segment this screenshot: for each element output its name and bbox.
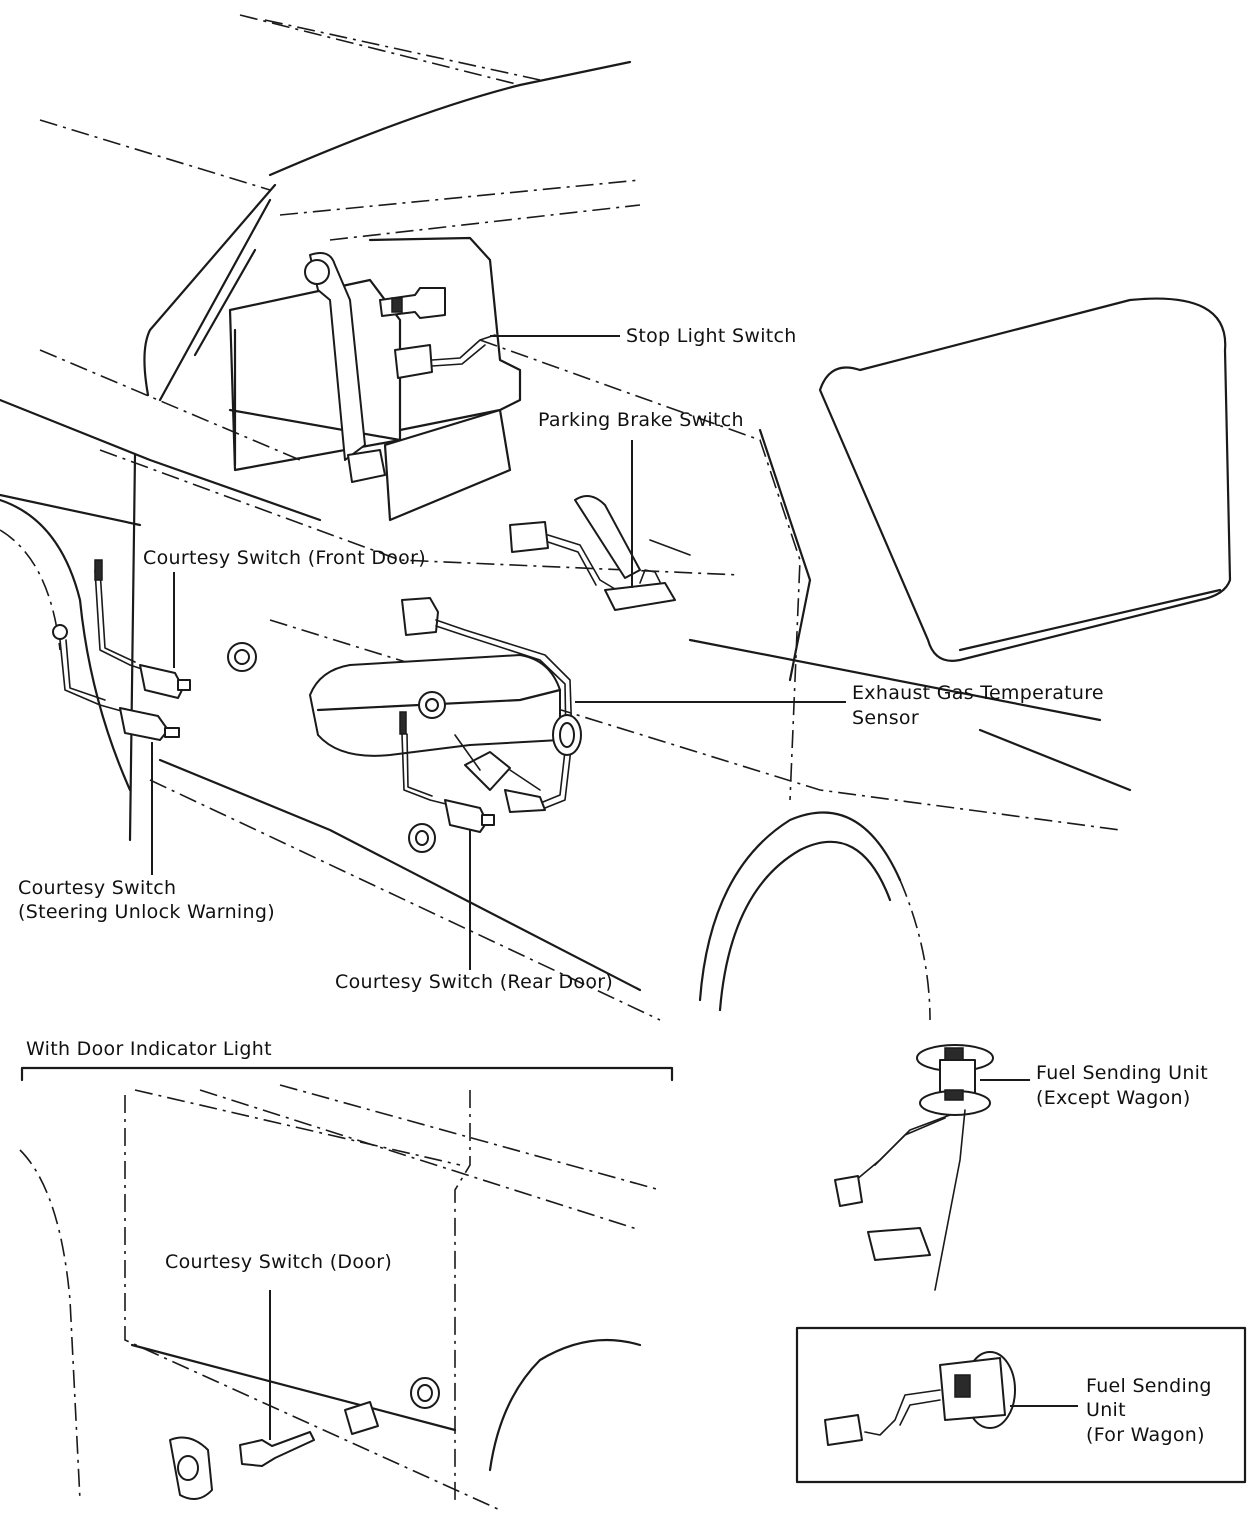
label-parking-brake-switch: Parking Brake Switch xyxy=(538,409,744,431)
label-steering-unlock-warning: (Steering Unlock Warning) xyxy=(18,901,275,923)
label-fuel-sending-wagon: Fuel Sending xyxy=(1086,1375,1212,1397)
door-indicator-section xyxy=(19,1066,674,1511)
rear-door-switch xyxy=(399,711,495,853)
label-for-wagon: (For Wagon) xyxy=(1086,1424,1205,1446)
leader-lines xyxy=(151,335,846,970)
label-stop-light-switch: Stop Light Switch xyxy=(626,325,797,347)
label-fuel-sending-unit: Fuel Sending Unit xyxy=(1036,1062,1208,1084)
label-courtesy-switch-steering: Courtesy Switch xyxy=(18,877,177,899)
fuel-sending-unit-wagon xyxy=(795,1326,1247,1484)
fuel-sending-unit-except-wagon xyxy=(834,1044,1030,1291)
label-courtesy-switch-rear-door: Courtesy Switch (Rear Door) xyxy=(335,971,614,993)
label-unit-wagon: Unit xyxy=(1086,1399,1126,1421)
parking-brake-assembly xyxy=(509,495,691,611)
label-courtesy-switch-front-door: Courtesy Switch (Front Door) xyxy=(143,547,426,569)
label-exhaust-gas-sensor: Sensor xyxy=(852,707,919,729)
label-except-wagon: (Except Wagon) xyxy=(1036,1087,1191,1109)
label-with-door-indicator-light: With Door Indicator Light xyxy=(26,1038,272,1060)
label-courtesy-switch-door: Courtesy Switch (Door) xyxy=(165,1251,393,1273)
label-exhaust-gas-temperature: Exhaust Gas Temperature xyxy=(852,682,1104,704)
pedal-assembly xyxy=(228,236,522,522)
front-door-switches xyxy=(52,559,257,741)
exhaust-sensor-assembly xyxy=(309,597,582,813)
car-body-outline xyxy=(0,14,1232,1021)
